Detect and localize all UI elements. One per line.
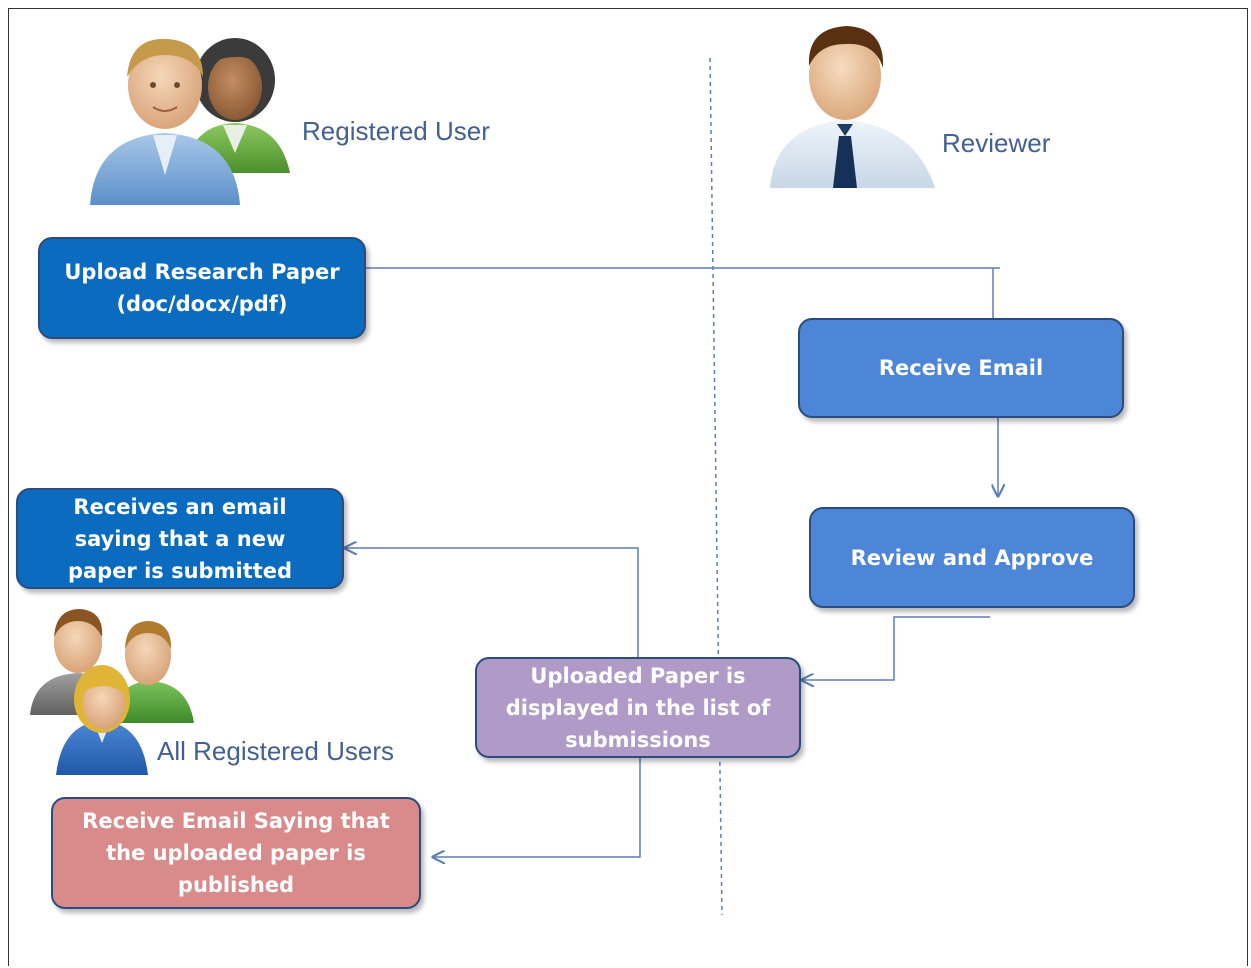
receive-published-email-box: Receive Email Saying that the uploaded p… — [51, 797, 421, 909]
swimlane-divider — [709, 57, 723, 916]
connector-review-to-displayed — [802, 616, 990, 680]
all-registered-users-label: All Registered Users — [157, 736, 394, 766]
receive-email-box: Receive Email — [798, 318, 1124, 418]
upload-research-paper-box: Upload Research Paper (doc/docx/pdf) — [38, 237, 366, 339]
reviewer-person-icon — [770, 26, 935, 188]
registered-user-label: Registered User — [302, 116, 490, 146]
receives-new-paper-email-box: Receives an email saying that a new pape… — [16, 488, 344, 589]
connector-displayed-to-published — [433, 757, 641, 857]
reviewer-label: Reviewer — [942, 128, 1051, 158]
uploaded-paper-displayed-box: Uploaded Paper is displayed in the list … — [475, 657, 801, 758]
review-and-approve-box: Review and Approve — [809, 507, 1135, 608]
diagram-frame — [8, 8, 1248, 966]
connector-displayed-to-notification — [345, 548, 639, 657]
user-group-icon — [30, 609, 194, 775]
two-users-icon — [90, 38, 290, 205]
